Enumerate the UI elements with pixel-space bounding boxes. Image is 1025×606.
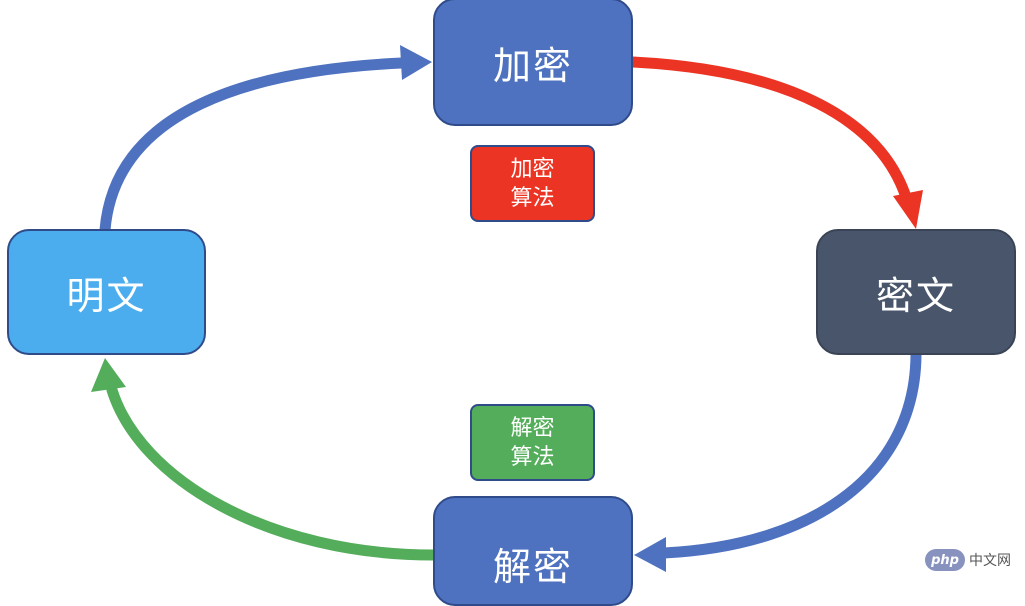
encryption-algorithm-line2: 算法: [510, 185, 555, 211]
arrow-encrypt-to-ciphertext: [627, 56, 912, 203]
arrow-plaintext-to-encrypt: [99, 57, 408, 236]
decryption-algorithm-line1: 解密: [510, 415, 555, 441]
ciphertext-node-label: 密文: [875, 273, 956, 318]
decryption-algorithm-tag: 解密 算法: [470, 404, 595, 481]
arrow-ciphertext-to-decrypt: [658, 349, 922, 559]
watermark-text: 中文网: [969, 553, 1011, 569]
encrypt-node: 加密: [433, 0, 633, 126]
decrypt-node-label: 解密: [492, 545, 573, 589]
encryption-algorithm-line1: 加密: [510, 156, 555, 182]
plaintext-node-label: 明文: [66, 273, 147, 318]
cycle-diagram: [91, 45, 923, 572]
encrypt-node-label: 加密: [492, 43, 573, 88]
arrowhead-plaintext-to-encrypt: [400, 45, 432, 80]
php-logo-icon: php: [925, 549, 965, 571]
ciphertext-node: 密文: [816, 229, 1016, 355]
arrowhead-decrypt-to-plaintext: [91, 358, 126, 392]
encryption-algorithm-tag: 加密 算法: [470, 145, 595, 222]
plaintext-node: 明文: [7, 229, 206, 355]
decryption-algorithm-line2: 算法: [510, 444, 555, 470]
arrowhead-ciphertext-to-decrypt: [634, 537, 666, 572]
watermark: php 中文网: [925, 548, 1011, 572]
arrow-decrypt-to-plaintext: [106, 384, 439, 561]
decrypt-node: 解密: [433, 496, 633, 606]
arrowhead-encrypt-to-ciphertext: [893, 190, 923, 229]
